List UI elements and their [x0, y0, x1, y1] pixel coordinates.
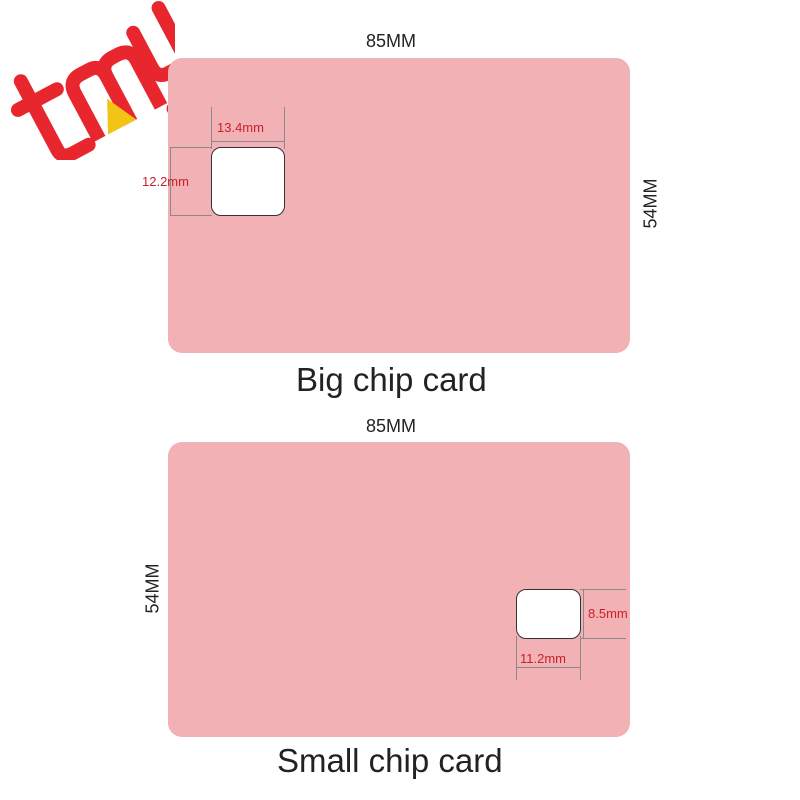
big-chip-width-label: 13.4mm: [217, 120, 264, 135]
brand-logo: [0, 0, 206, 163]
small-chip: [516, 589, 581, 639]
small-card-height-label: 54MM: [142, 563, 163, 614]
small-chip-right-guide: [580, 636, 581, 680]
big-chip-height-label: 12.2mm: [142, 174, 189, 189]
big-chip-bottom-guide: [170, 215, 212, 216]
small-card-width-label: 85MM: [366, 416, 417, 436]
big-chip-width-dim-line: [211, 141, 285, 142]
small-chip-left-guide: [516, 636, 517, 680]
big-chip: [211, 147, 285, 216]
small-chip-bottom-guide: [580, 638, 626, 639]
small-chip-width-label: 11.2mm: [520, 651, 566, 666]
big-chip-top-guide: [170, 147, 212, 148]
big-chip-right-guide: [284, 107, 285, 149]
big-chip-left-guide: [211, 107, 212, 149]
big-card-width-label: 85MM: [366, 31, 417, 51]
big-card-height-label: 54MM: [640, 178, 661, 229]
small-chip-height-label: 8.5mm: [588, 606, 628, 621]
big-card-caption: Big chip card: [296, 361, 487, 398]
big-chip-height-dim-line: [170, 147, 171, 216]
small-card-caption: Small chip card: [277, 742, 503, 779]
small-chip-width-dim-line: [516, 667, 581, 668]
small-chip-top-guide: [580, 589, 626, 590]
small-chip-height-dim-line: [583, 589, 584, 639]
